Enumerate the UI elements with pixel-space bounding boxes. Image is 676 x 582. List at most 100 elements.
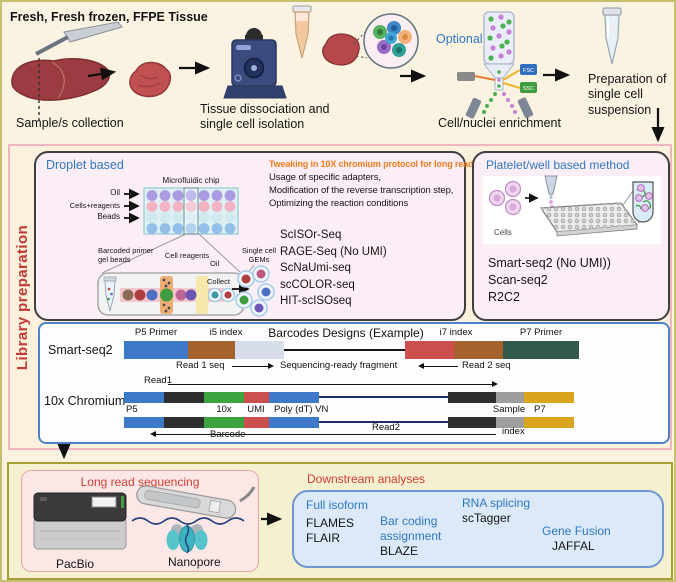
cable <box>239 486 256 503</box>
read1-seq-label: Read 1 seq <box>176 360 225 371</box>
umi-label: UMI <box>247 404 265 415</box>
sample-label: Sample <box>492 404 526 415</box>
well-plate-art <box>483 175 661 244</box>
smartseq2-label: Smart-seq2 <box>48 343 113 357</box>
cells-label: Cells <box>494 228 512 237</box>
read1-arrow <box>168 380 498 387</box>
downstream-analyses-box: Full isoform FLAMES FLAIR Bar coding ass… <box>292 490 664 568</box>
deflector-plate-left <box>465 97 482 119</box>
dna-strand <box>131 517 245 525</box>
well-plate-icon <box>539 202 639 237</box>
downstream-title: Downstream analyses <box>307 472 426 486</box>
barcode-designs-title: Barcodes Designs (Example) <box>268 326 424 340</box>
sample-tube-icon <box>292 5 312 59</box>
chromium-black2-segment <box>448 392 496 403</box>
chromium-p7-segment <box>524 392 574 403</box>
read1-label: Read1 <box>144 375 172 386</box>
method-item: HIT-scISOseq <box>280 295 352 307</box>
tool-name: FLAIR <box>306 531 341 545</box>
tool-name: FLAMES <box>306 516 355 530</box>
analysis-group-rna-splicing: RNA splicing scTagger <box>462 496 530 526</box>
enrichment-label: Cell/nuclei enrichment <box>438 116 561 130</box>
tool-name: JAFFAL <box>552 539 595 553</box>
spacer-segment <box>235 341 284 359</box>
read2-seq-label: Read 2 seq <box>462 360 511 371</box>
sorted-streams <box>482 92 517 114</box>
i7-index-label: i7 index <box>439 327 473 338</box>
gems-label: Single cell GEMs <box>241 246 277 264</box>
well-methods-list: Smart-seq2 (No UMI)) Scan-seq2 R2C2 <box>488 255 611 306</box>
polydt-label: Poly (dT) VN <box>274 404 329 415</box>
read2-seq-arrow <box>418 362 458 369</box>
dissociation-label: Tissue dissociation and single cell isol… <box>200 102 330 132</box>
tweak-line-3: Optimizing the reaction conditions <box>269 198 409 209</box>
analysis-group-barcoding: Bar coding assignment BLAZE <box>380 514 464 559</box>
magnified-well-icon <box>632 181 654 223</box>
fsc-tag <box>520 64 537 75</box>
chip-input-cells: Cells+reagents <box>69 201 120 210</box>
tweak-title: Tweaking in 10X chromium protocol for lo… <box>269 159 479 169</box>
chromium-10x-segment-2 <box>204 417 244 428</box>
droplet-art <box>97 187 275 317</box>
chromium-p7-segment-2 <box>524 417 574 428</box>
p7-primer-segment <box>503 341 579 359</box>
i5-index-label: i5 index <box>209 327 243 338</box>
read1-seq-arrow <box>232 362 274 369</box>
method-item: ScNaUmi-seq <box>280 262 351 274</box>
chromium-insert-line-2 <box>319 421 448 424</box>
sample-collection-label: Sample/s collection <box>16 116 124 130</box>
chromium-p5-segment <box>124 392 164 403</box>
group-heading: Gene Fusion <box>542 524 611 538</box>
chromium-10x-segment <box>204 392 244 403</box>
chromium-polydt-segment <box>269 392 319 403</box>
pacbio-label: PacBio <box>56 557 95 571</box>
fragment-label: Sequencing-ready fragment <box>280 360 398 371</box>
liver-scalpel-icon <box>11 21 123 120</box>
i7-index-segment <box>405 341 454 359</box>
method-item: RAGE-Seq (No UMI) <box>280 245 387 258</box>
tool-name: BLAZE <box>380 544 419 558</box>
cells-icon <box>488 180 522 216</box>
tissue-dissociator-icon <box>223 28 287 99</box>
method-item: ScISOr-Seq <box>280 229 342 241</box>
liver-shape <box>11 58 111 101</box>
beads-label: Barcoded primer gel beads <box>98 246 154 264</box>
scalpel-blade <box>63 21 123 43</box>
chromium-black2-segment-2 <box>448 417 496 428</box>
chip-title: Microfluidic chip <box>162 176 220 185</box>
collect-label: Collect <box>207 277 230 286</box>
tweak-line-2: Modification of the reverse transcriptio… <box>269 185 454 196</box>
deflector-plate-right <box>517 97 534 119</box>
tissue-piece-icon <box>129 61 172 98</box>
method-item: R2C2 <box>488 290 520 304</box>
group-heading: RNA splicing <box>462 496 531 510</box>
chromium-sample-segment <box>496 392 524 403</box>
well-based-title: Platelet/well based method <box>486 158 630 172</box>
tissue-magnified-cells-icon <box>321 13 419 69</box>
library-preparation-side-label: Library preparation <box>14 224 32 370</box>
sequencing-analysis-panel: Long read sequencing PacBio <box>7 462 673 580</box>
chip-input-oil: Oil <box>110 188 120 197</box>
facs-sorter-icon: FSC SSC <box>457 11 537 119</box>
p5-primer-label: P5 Primer <box>134 327 178 338</box>
analysis-group-gene-fusion: Gene Fusion JAFFAL <box>542 524 611 554</box>
method-item: Scan-seq2 <box>488 273 548 287</box>
chromium-polydt-segment-2 <box>269 417 319 428</box>
chromium-black-segment-2 <box>164 417 204 428</box>
tweak-line-1: Usage of specific adapters, <box>269 172 381 183</box>
chromium-insert-line <box>319 396 448 399</box>
cell-reagents-label: Cell reagents <box>164 251 210 260</box>
tool-name: scTagger <box>462 511 511 525</box>
fragment-line <box>284 349 405 352</box>
pipette-icon <box>544 175 558 209</box>
pore-protein <box>166 524 208 554</box>
barcode-read2-arrow <box>150 430 496 437</box>
long-read-sequencing-box: Long read sequencing PacBio <box>21 470 259 572</box>
index-label: index <box>502 426 525 437</box>
single-cell-gems-icon <box>235 265 275 317</box>
i5-index-segment <box>188 341 235 359</box>
droplet-based-box: Droplet based <box>34 151 478 321</box>
analysis-group-full-isoform: Full isoform FLAMES FLAIR <box>306 498 368 546</box>
group-heading: Bar coding assignment <box>380 514 442 543</box>
oil-label: Oil <box>210 259 220 268</box>
